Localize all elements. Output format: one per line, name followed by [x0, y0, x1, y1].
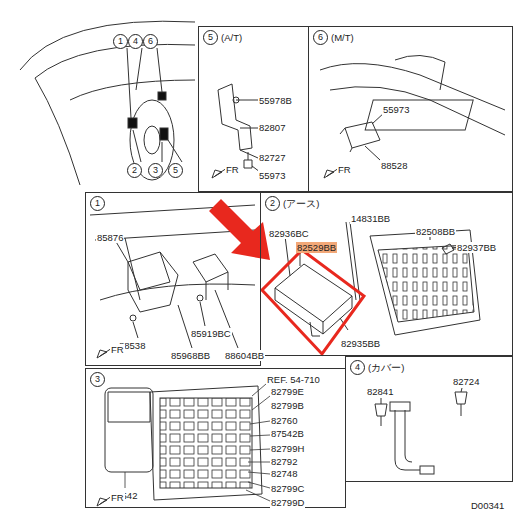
- part-number: REF. 54-710: [266, 374, 321, 385]
- part-number: 55978B: [258, 95, 293, 106]
- panel-heading: 3: [90, 372, 105, 387]
- part-number: 82935BB: [340, 338, 381, 349]
- panel-title: (アース): [282, 198, 320, 209]
- panel-number: 3: [90, 372, 105, 387]
- part-number: 82799C: [270, 483, 305, 494]
- part-number: 88604BB: [224, 350, 265, 361]
- panel-title: (A/T): [220, 32, 243, 43]
- part-number: 55973: [258, 170, 286, 181]
- part-number: 85876: [96, 232, 124, 243]
- part-number: 88528: [380, 160, 408, 171]
- front-mark: FR: [110, 344, 125, 355]
- panel-heading: 4(カバー): [350, 360, 405, 375]
- front-mark: FR: [110, 492, 125, 503]
- callout-number: 1: [113, 34, 128, 49]
- part-number: 82841: [366, 386, 394, 397]
- part-number: 82799H: [270, 443, 305, 454]
- front-mark: FR: [337, 164, 352, 175]
- part-number: 82529BB: [296, 242, 337, 253]
- detail-panel: 1: [85, 192, 261, 366]
- part-number: 82724: [452, 376, 480, 387]
- part-number: 82807: [258, 122, 286, 133]
- part-number: 55973: [382, 104, 410, 115]
- part-number: 82792: [270, 456, 298, 467]
- panel-heading: 2(アース): [265, 196, 320, 211]
- part-number: 82937BB: [456, 242, 497, 253]
- part-number: 85919BC: [190, 328, 232, 339]
- panel-title: (カバー): [367, 362, 405, 373]
- callout-number: 6: [143, 34, 158, 49]
- panel-number: 5: [203, 30, 218, 45]
- part-number: 82936BC: [268, 228, 310, 239]
- callout-number: 4: [128, 34, 143, 49]
- part-number: D00341: [470, 500, 505, 511]
- panel-heading: 6(M/T): [313, 30, 355, 45]
- part-number: 82799E: [270, 386, 305, 397]
- panel-title: (M/T): [330, 32, 355, 43]
- panel-number: 4: [350, 360, 365, 375]
- callout-number: 2: [127, 163, 142, 178]
- part-number: 82799D: [270, 497, 305, 508]
- panel-number: 1: [90, 196, 105, 211]
- panel-heading: 1: [90, 196, 105, 211]
- part-number: 14831BB: [350, 213, 391, 224]
- callout-number: 5: [168, 163, 183, 178]
- part-number: 82508BB: [415, 226, 456, 237]
- panel-number: 2: [265, 196, 280, 211]
- detail-panel: 5(A/T): [198, 26, 309, 192]
- part-number: 82760: [270, 415, 298, 426]
- part-number: 82748: [270, 468, 298, 479]
- part-number: 82727: [258, 152, 286, 163]
- detail-panel: 4(カバー): [345, 356, 513, 482]
- part-number: 82799B: [270, 400, 305, 411]
- front-mark: FR: [225, 164, 240, 175]
- part-number: 87542B: [270, 428, 305, 439]
- panel-heading: 5(A/T): [203, 30, 243, 45]
- panel-number: 6: [313, 30, 328, 45]
- part-number: 85968BB: [170, 350, 211, 361]
- detail-panel: 3: [85, 368, 346, 508]
- callout-number: 3: [148, 163, 163, 178]
